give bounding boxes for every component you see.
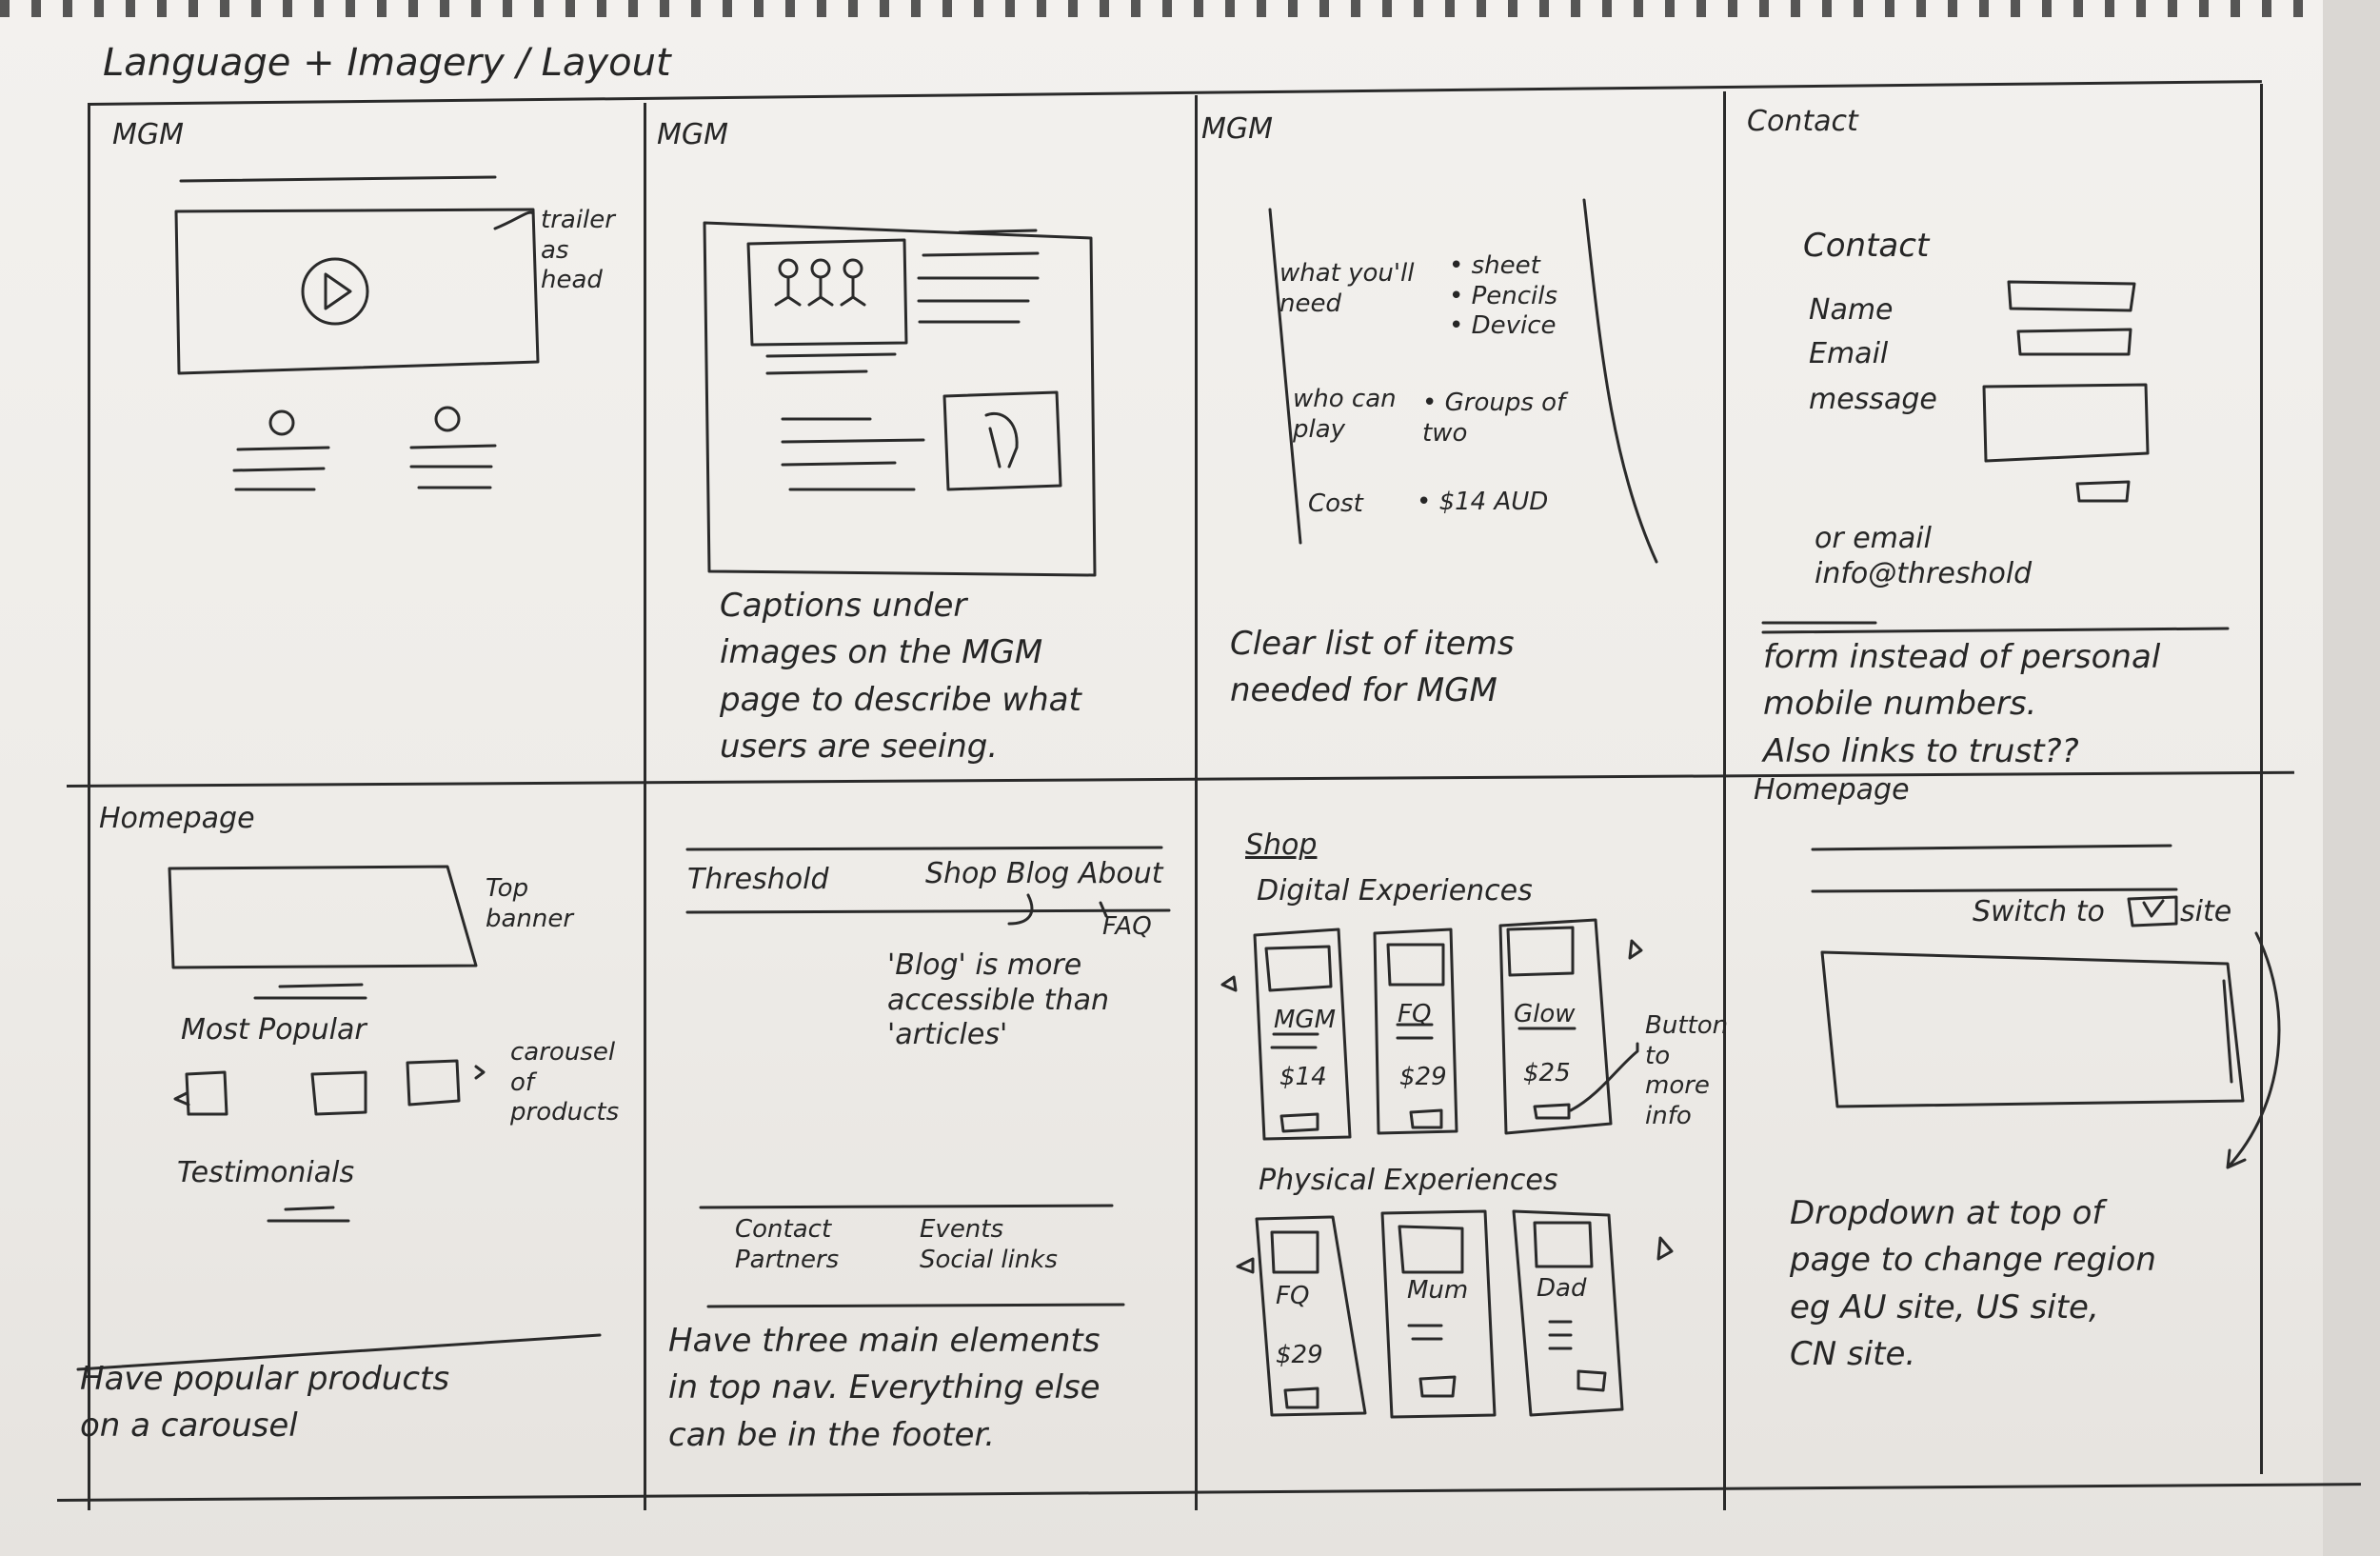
list-items: • $14 AUD (1417, 488, 1548, 518)
product-card-name: Mum (1407, 1276, 1468, 1307)
product-card-price: $14 (1279, 1063, 1327, 1093)
trailer-annotation: trailer as head (541, 206, 615, 296)
product-card-name: FQ (1398, 1000, 1431, 1030)
panel-caption: Captions under images on the MGM page to… (720, 583, 1081, 770)
blog-note: 'Blog' is more accessible than 'articles… (887, 948, 1109, 1053)
product-card-name: Glow (1514, 1000, 1576, 1030)
product-card-price: $25 (1523, 1059, 1571, 1089)
button-note: Button to more info (1645, 1011, 1728, 1132)
message-field-label: message (1809, 383, 1937, 418)
testimonials-label: Testimonials (177, 1156, 354, 1191)
carousel-note: carousel of products (510, 1038, 619, 1128)
notebook-page: Language + Imagery / Layout MGM MGM MGM … (0, 0, 2323, 1556)
top-nav-links: Shop Blog About (925, 857, 1163, 892)
name-field-label: Name (1809, 293, 1894, 329)
list-label: who can play (1293, 385, 1397, 445)
product-card-name: FQ (1276, 1282, 1309, 1312)
list-items: • Groups of two (1422, 389, 1565, 449)
email-field-label: Email (1809, 337, 1888, 372)
panel-caption: Clear list of items needed for MGM (1230, 621, 1515, 715)
brand-label: Threshold (687, 863, 829, 898)
most-popular-label: Most Popular (181, 1013, 367, 1048)
panel-caption: form instead of personal mobile numbers.… (1763, 634, 2160, 775)
faq-note: FAQ (1102, 912, 1152, 943)
list-items: • sheet • Pencils • Device (1449, 251, 1557, 342)
switch-region-label: Switch to (1973, 895, 2105, 930)
product-card-price: $29 (1399, 1063, 1447, 1093)
footer-links-col2: Events Social links (920, 1215, 1058, 1275)
panel-caption: Have three main elements in top nav. Eve… (668, 1318, 1101, 1459)
product-card-name: Dad (1537, 1274, 1586, 1305)
footer-links-col1: Contact Partners (735, 1215, 839, 1275)
shop-heading: Shop (1245, 828, 1317, 864)
panel-caption: Dropdown at top of page to change region… (1790, 1190, 2156, 1378)
list-label: Cost (1308, 489, 1363, 520)
contact-form-title: Contact (1803, 227, 1929, 266)
physical-experiences-heading: Physical Experiences (1259, 1164, 1558, 1199)
alt-email-text: or email info@threshold (1815, 522, 2032, 591)
list-label: what you'll need (1279, 259, 1415, 319)
switch-region-suffix: site (2180, 895, 2231, 930)
product-card-name: MGM (1274, 1006, 1336, 1036)
digital-experiences-heading: Digital Experiences (1257, 874, 1533, 909)
product-card-price: $29 (1276, 1341, 1323, 1371)
panel-caption: Have popular products on a carousel (80, 1356, 449, 1450)
top-banner-note: Top banner (486, 874, 573, 934)
